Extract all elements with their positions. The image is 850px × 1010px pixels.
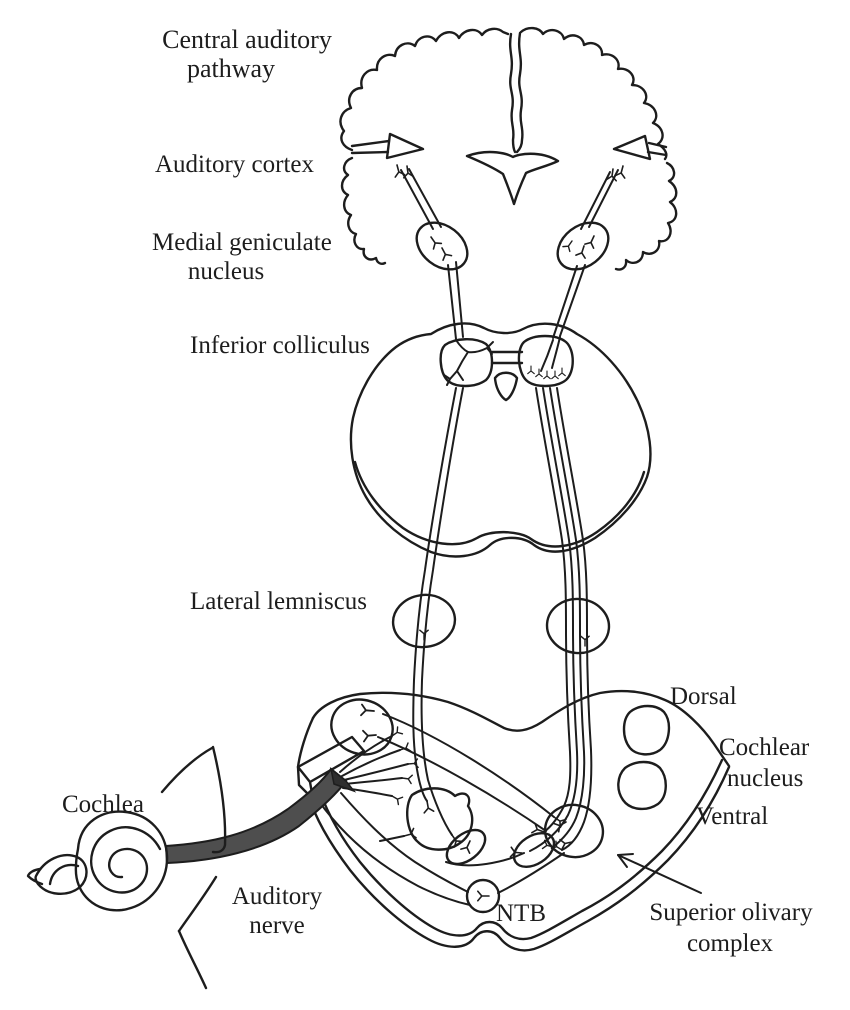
mgn-left [415, 221, 469, 271]
fan-line4 [343, 777, 403, 785]
fiber-cortex-mgn-right [580, 169, 619, 230]
lateral-lemniscus-nuclei [391, 593, 611, 655]
brain-outline-left-lower [340, 156, 387, 265]
soc-ellipse-a [445, 828, 487, 866]
label-auditory-nerve-line2: nerve [249, 912, 305, 939]
band-bottom-inner [318, 758, 724, 941]
superior-olive-blob [406, 787, 474, 851]
right-bundle-line3 [549, 387, 586, 848]
dorsal-cochlear-nucleus-blob [622, 704, 671, 756]
fiber-mgn-ic-right [552, 264, 586, 339]
lateral-ventricle [465, 150, 560, 206]
midbrain-section [349, 322, 652, 558]
soc-arrow-line [617, 854, 702, 894]
cochlea-group [26, 810, 169, 912]
cochlea-spiral [90, 826, 162, 894]
thalamocortical-fibers [391, 162, 629, 230]
label-ntb: NTB [496, 900, 546, 927]
label-medial-geniculate-line2: nucleus [188, 258, 264, 285]
label-cochlear-nucleus-line1: Cochlear [719, 734, 810, 761]
fan-line3 [343, 763, 409, 781]
label-auditory-cortex: Auditory cortex [155, 151, 314, 178]
brain-outline-right [519, 26, 668, 161]
midbrain-inner-lip [353, 460, 646, 548]
fan-to-ntb-curve [340, 792, 469, 893]
label-superior-olivary-line1: Superior olivary [649, 899, 813, 926]
right-bundle-line4 [556, 387, 593, 851]
funnel-left-connection [350, 139, 391, 155]
brainstem-fibers [317, 703, 574, 906]
context-arc-upper [160, 746, 214, 794]
ic-right-entry [540, 336, 561, 372]
left-bundle-line1 [412, 387, 457, 802]
brain-outline-left [339, 27, 510, 152]
left-bundle-line2 [420, 387, 464, 836]
ic-commissure [490, 350, 524, 365]
vestibule-tip [26, 867, 44, 886]
figure-labels: Central auditory pathway Auditory cortex… [62, 25, 813, 957]
midline-fissure-right [515, 31, 524, 154]
fiber-mgn-ic-left [447, 261, 464, 340]
soc-arrow-head [617, 853, 634, 868]
soc-right-circle [543, 803, 605, 859]
mgn-synapses [426, 233, 600, 340]
midbrain-outline [349, 322, 652, 558]
context-arc-lower2 [177, 929, 208, 990]
medial-geniculate-nuclei [415, 221, 610, 271]
label-inferior-colliculus: Inferior colliculus [190, 332, 370, 359]
brain-outline-right-lower [614, 161, 678, 271]
fan-to-ntb-companion [317, 799, 471, 906]
ntb-to-soc [497, 852, 565, 894]
ventral-cochlear-nucleus-blob [617, 760, 667, 811]
ear-context-lines [160, 745, 227, 990]
label-cochlear-nucleus-line2: nucleus [727, 765, 803, 792]
vestibule-outline [34, 853, 88, 895]
vestibule-inner [48, 863, 80, 886]
ic-left-twig-branch [467, 341, 494, 355]
soc-arrow [617, 853, 702, 894]
auditory-cortex-funnel-left [385, 132, 425, 160]
label-auditory-nerve-line1: Auditory [232, 883, 323, 910]
right-bundle-line2 [529, 387, 579, 852]
ic-internal-branches [443, 336, 566, 386]
auditory-cortex-funnel-right [612, 134, 652, 161]
label-superior-olivary-line2: complex [687, 930, 774, 957]
figure-title-line2: pathway [187, 54, 275, 83]
ic-left-twig [443, 339, 469, 386]
label-medial-geniculate-line1: Medial geniculate [152, 229, 332, 256]
cerebral-aqueduct [493, 371, 519, 402]
inferior-colliculus-right-blob [517, 334, 574, 388]
mgn-right [556, 221, 610, 271]
context-arc-lower1 [177, 875, 218, 933]
fiber-cortex-mgn-left [400, 168, 442, 230]
label-dorsal: Dorsal [670, 683, 737, 710]
lateral-lemniscus-right [545, 597, 611, 655]
inferior-colliculus-left-blob [439, 338, 494, 388]
figure-title-line1: Central auditory [162, 25, 332, 54]
fan-line1 [339, 735, 393, 773]
soc-ellipse-b [512, 832, 556, 868]
band-left-edge [296, 716, 315, 769]
brain-coronal-section [339, 26, 678, 271]
label-ventral: Ventral [696, 803, 768, 830]
funnel-right-connection [646, 141, 668, 157]
fan-line2 [341, 749, 401, 777]
midline-fissure [508, 32, 517, 154]
auditory-nerve-tip [329, 767, 357, 793]
ascending-fiber-bundles [412, 387, 593, 859]
label-lateral-lemniscus: Lateral lemniscus [190, 588, 367, 615]
band-top-edge [311, 689, 731, 768]
ntb-nucleus [465, 878, 501, 914]
auditory-nerve-band [164, 767, 348, 865]
trapezoid-diagonal1 [382, 713, 555, 818]
context-arc-vertical [211, 745, 227, 854]
olive-feeder [379, 835, 405, 842]
trapezoid-diagonal2 [377, 736, 547, 832]
ellipse-a-b-link [445, 852, 525, 867]
band-bottom-outer [306, 765, 731, 952]
label-cochlea: Cochlea [62, 791, 144, 818]
